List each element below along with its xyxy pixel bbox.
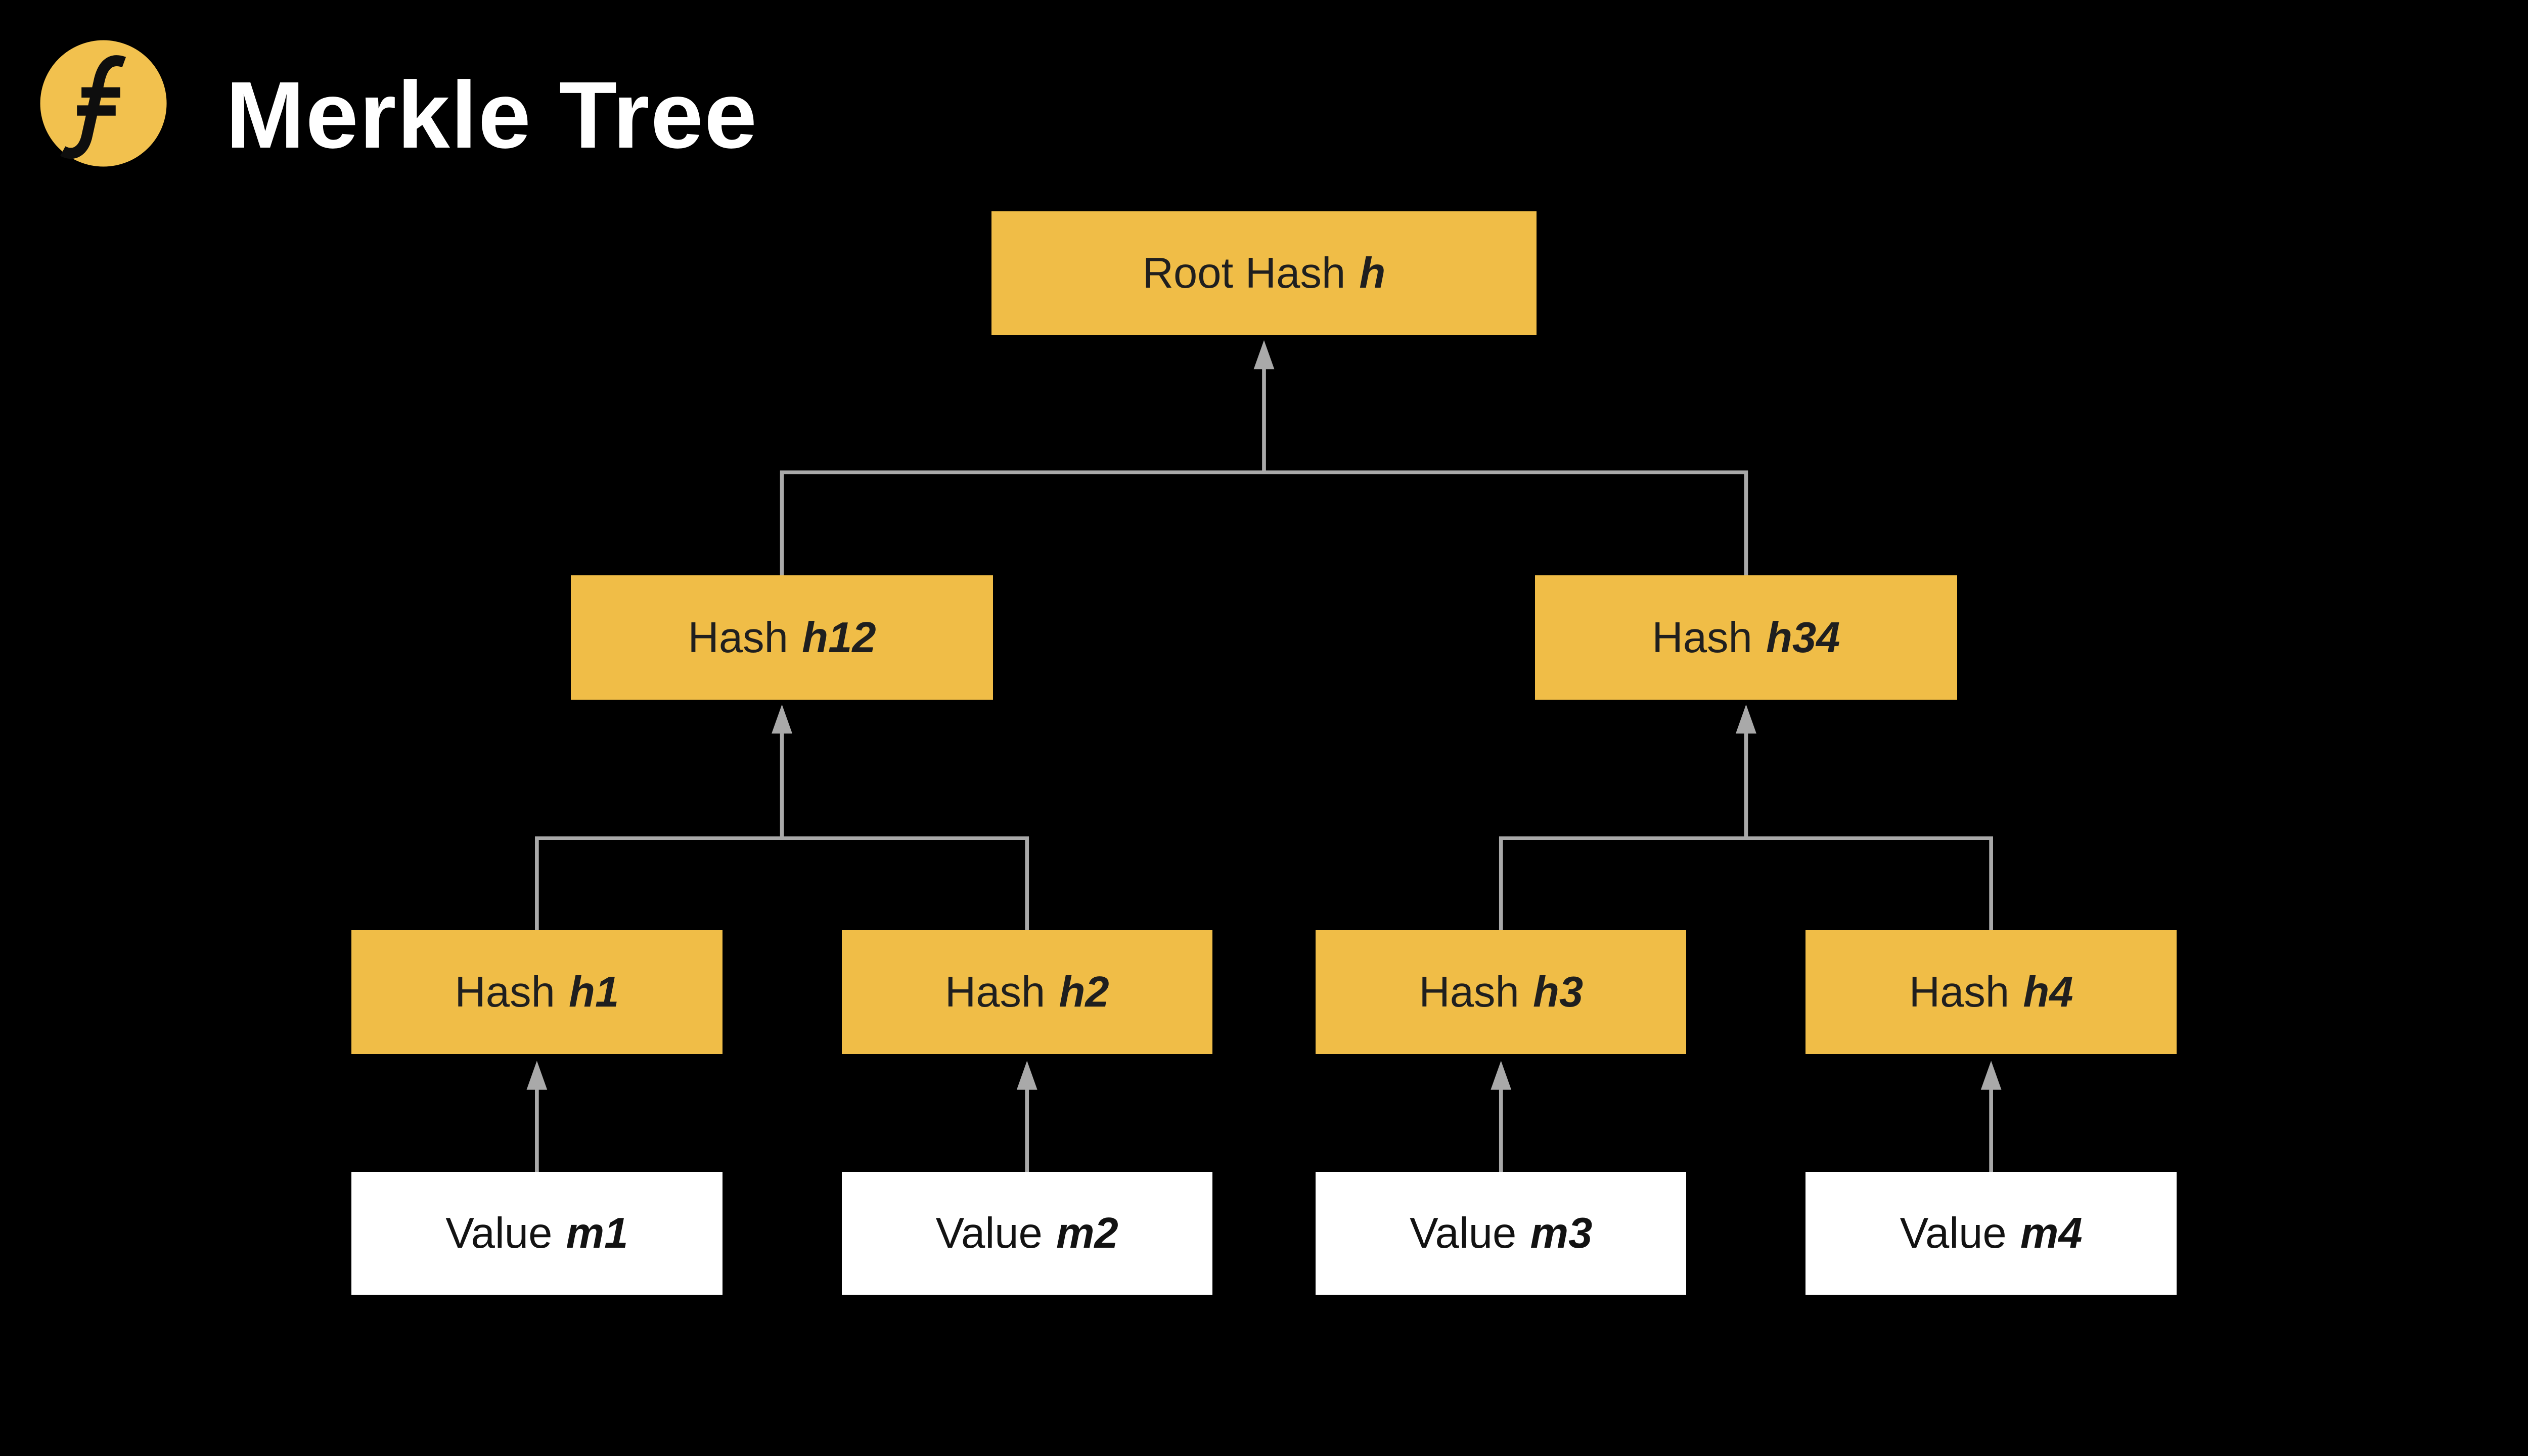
- node-value-m4: Value m4: [1805, 1172, 2177, 1295]
- node-label-prefix: Hash: [1419, 968, 1519, 1017]
- node-label-prefix: Hash: [688, 613, 788, 662]
- node-label-prefix: Value: [445, 1209, 553, 1257]
- node-label-var: m3: [1530, 1209, 1593, 1257]
- connector-h3-h4-to-h34: [1499, 704, 1993, 930]
- page-title: Merkle Tree: [225, 61, 758, 168]
- filecoin-logo-svg: [40, 40, 167, 167]
- node-label-prefix: Value: [935, 1209, 1043, 1257]
- node-root-hash: Root Hash h: [991, 211, 1537, 336]
- connector-m4-to-h4: [1980, 1061, 2002, 1172]
- node-hash-h3: Hash h3: [1316, 930, 1687, 1055]
- connector-m2-to-h2: [1016, 1061, 1037, 1172]
- connector-m1-to-h1: [526, 1061, 548, 1172]
- slide: Merkle Tree Root Hash h Hash h12 Hash h3…: [39, 39, 2177, 1295]
- node-label-var: h4: [2023, 968, 2073, 1017]
- tree-connectors: [526, 340, 2002, 1172]
- node-value-m2: Value m2: [841, 1172, 1212, 1295]
- node-label-prefix: Hash: [944, 968, 1046, 1017]
- node-label-prefix: Hash: [1652, 613, 1752, 662]
- node-label-var: h3: [1532, 968, 1584, 1017]
- connector-h12-h34-to-root: [780, 340, 1748, 576]
- node-hash-h2: Hash h2: [841, 930, 1212, 1055]
- node-hash-h34: Hash h34: [1534, 575, 1958, 700]
- connector-m3-to-h3: [1491, 1061, 1512, 1172]
- node-label-var: h: [1359, 249, 1386, 297]
- node-label-prefix: Hash: [455, 968, 555, 1017]
- connector-h1-h2-to-h12: [535, 704, 1029, 930]
- node-label-var: m4: [2020, 1209, 2083, 1257]
- node-hash-h12: Hash h12: [570, 575, 994, 700]
- node-label-var: h1: [569, 968, 619, 1017]
- node-label-var: h34: [1766, 613, 1840, 662]
- node-hash-h1: Hash h1: [351, 930, 723, 1055]
- node-label-prefix: Root Hash: [1142, 249, 1346, 297]
- filecoin-logo-icon: [39, 39, 168, 168]
- node-label-prefix: Value: [1410, 1209, 1517, 1257]
- node-label-prefix: Value: [1900, 1209, 2007, 1257]
- node-label-var: h2: [1059, 968, 1109, 1017]
- node-label-var: h12: [802, 613, 876, 662]
- node-label-var: m1: [566, 1209, 628, 1257]
- node-value-m3: Value m3: [1316, 1172, 1687, 1295]
- node-hash-h4: Hash h4: [1805, 930, 2177, 1055]
- node-value-m1: Value m1: [351, 1172, 723, 1295]
- node-label-var: m2: [1056, 1209, 1118, 1257]
- node-label-prefix: Hash: [1909, 968, 2010, 1017]
